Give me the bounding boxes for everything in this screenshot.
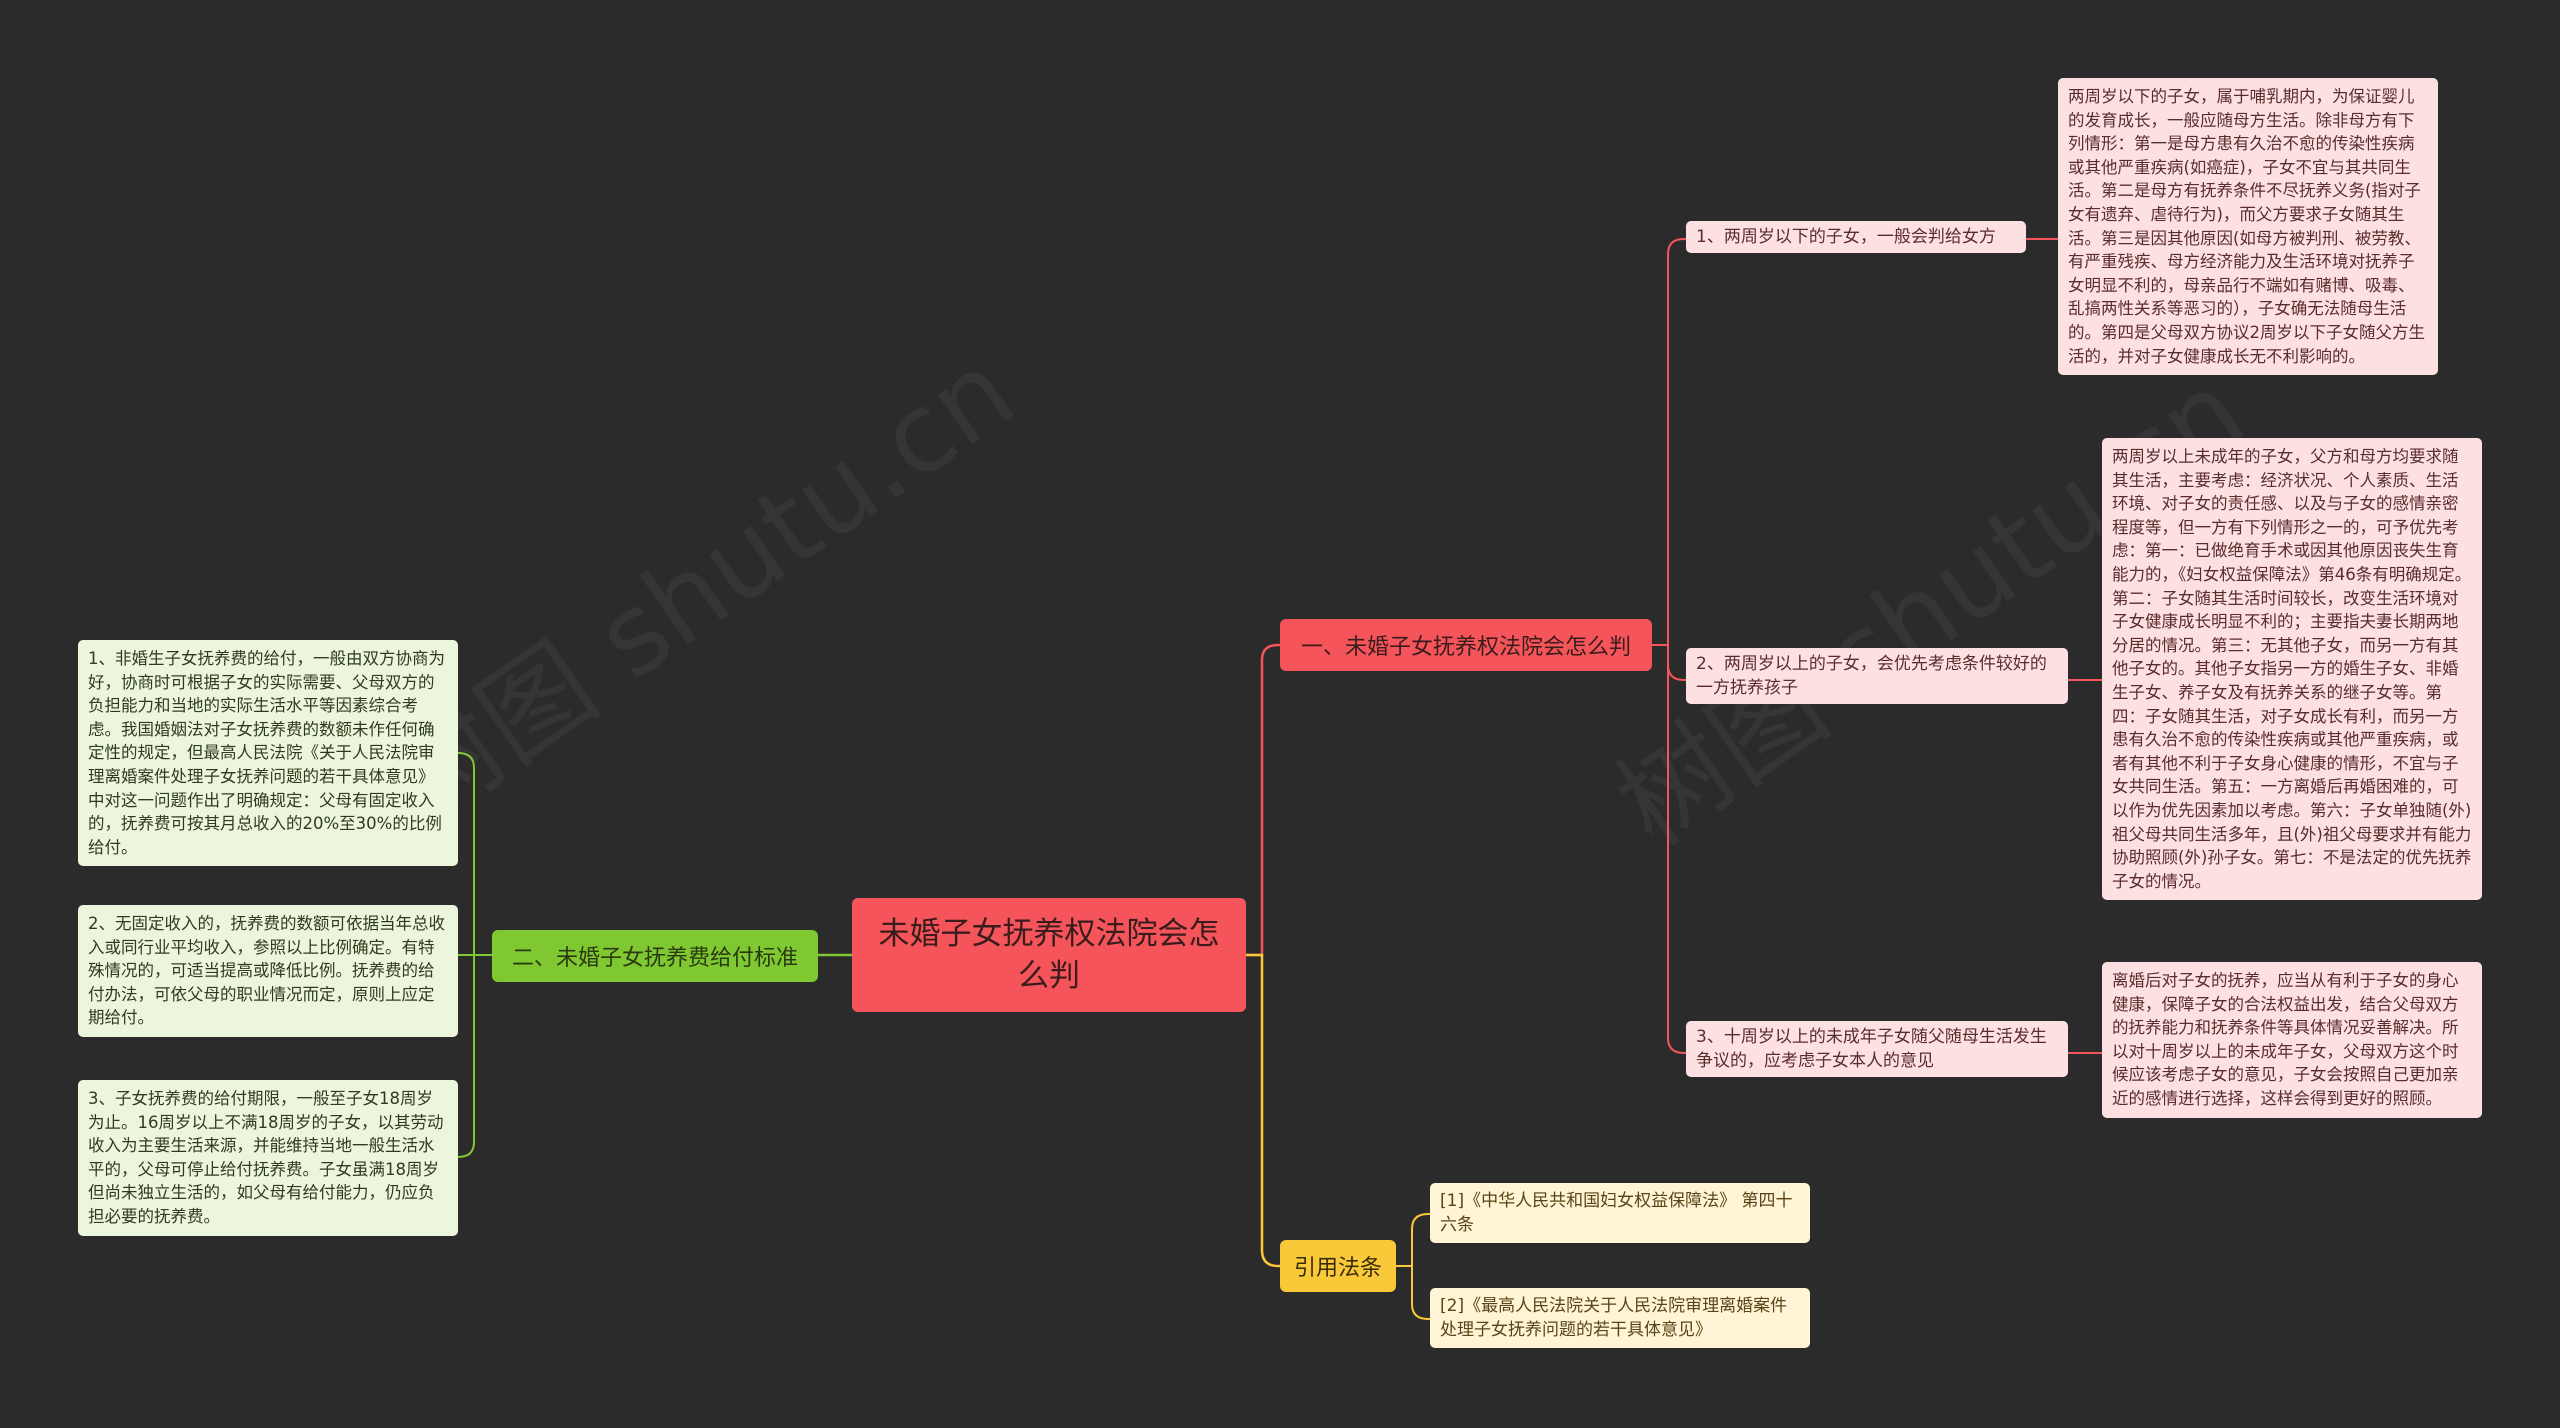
- support-leaf-1[interactable]: 1、非婚生子女抚养费的给付，一般由双方协商为好，协商时可根据子女的实际需要、父母…: [78, 640, 458, 867]
- subtopic-over-two[interactable]: 2、两周岁以上的子女，会优先考虑条件较好的一方抚养孩子: [1686, 648, 2068, 704]
- detail-text: 两周岁以下的子女，属于哺乳期内，为保证婴儿的发育成长，一般应随母方生活。除非母方…: [2068, 87, 2425, 366]
- subtopic-under-two[interactable]: 1、两周岁以下的子女，一般会判给女方: [1686, 221, 2026, 253]
- subtopic-label: 1、两周岁以下的子女，一般会判给女方: [1696, 227, 1996, 247]
- branch-cited-laws[interactable]: 引用法条: [1280, 1240, 1396, 1292]
- branch-support-standard[interactable]: 二、未婚子女抚养费给付标准: [492, 930, 818, 982]
- support-leaf-2[interactable]: 2、无固定收入的，抚养费的数额可依据当年总收入或同行业平均收入，参照以上比例确定…: [78, 905, 458, 1037]
- root-topic-label: 未婚子女抚养权法院会怎么判: [878, 916, 1220, 994]
- leaf-text: 2、无固定收入的，抚养费的数额可依据当年总收入或同行业平均收入，参照以上比例确定…: [88, 914, 445, 1028]
- detail-over-two[interactable]: 两周岁以上未成年的子女，父方和母方均要求随其生活，主要考虑：经济状况、个人素质、…: [2102, 438, 2482, 901]
- branch-label: 二、未婚子女抚养费给付标准: [511, 946, 798, 971]
- branch-custody-ruling[interactable]: 一、未婚子女抚养权法院会怎么判: [1280, 619, 1652, 671]
- root-topic[interactable]: 未婚子女抚养权法院会怎么判: [852, 898, 1246, 1012]
- connector-b3-leaf2: [1396, 1265, 1430, 1320]
- connector-b2-leaf1: [457, 752, 492, 956]
- leaf-text: 1、非婚生子女抚养费的给付，一般由双方协商为好，协商时可根据子女的实际需要、父母…: [88, 649, 445, 857]
- leaf-text: 3、子女抚养费的给付期限，一般至子女18周岁为止。16周岁以上不满18周岁的子女…: [88, 1089, 444, 1226]
- connector-root-b1: [1246, 643, 1280, 957]
- connector-b1-sub3: [1652, 644, 1686, 1054]
- connector-b3-leaf1: [1396, 1213, 1430, 1267]
- support-leaf-3[interactable]: 3、子女抚养费的给付期限，一般至子女18周岁为止。16周岁以上不满18周岁的子女…: [78, 1080, 458, 1236]
- branch-label: 引用法条: [1293, 1256, 1382, 1281]
- leaf-text: [2]《最高人民法院关于人民法院审理离婚案件处理子女抚养问题的若干具体意见》: [1440, 1296, 1788, 1340]
- subtopic-label: 2、两周岁以上的子女，会优先考虑条件较好的一方抚养孩子: [1696, 654, 2047, 698]
- detail-over-ten[interactable]: 离婚后对子女的抚养，应当从有利于子女的身心健康，保障子女的合法权益出发，结合父母…: [2102, 962, 2482, 1118]
- connector-b2-leaf3: [457, 954, 492, 1158]
- cited-law-2[interactable]: [2]《最高人民法院关于人民法院审理离婚案件处理子女抚养问题的若干具体意见》: [1430, 1288, 1810, 1348]
- detail-under-two[interactable]: 两周岁以下的子女，属于哺乳期内，为保证婴儿的发育成长，一般应随母方生活。除非母方…: [2058, 78, 2438, 376]
- connector-b1-sub1: [1652, 238, 1686, 646]
- subtopic-over-ten[interactable]: 3、十周岁以上的未成年子女随父随母生活发生争议的，应考虑子女本人的意见: [1686, 1021, 2068, 1077]
- detail-text: 两周岁以上未成年的子女，父方和母方均要求随其生活，主要考虑：经济状况、个人素质、…: [2112, 447, 2472, 891]
- connector-root-b3: [1246, 953, 1280, 1268]
- subtopic-label: 3、十周岁以上的未成年子女随父随母生活发生争议的，应考虑子女本人的意见: [1696, 1027, 2047, 1071]
- branch-label: 一、未婚子女抚养权法院会怎么判: [1300, 635, 1631, 660]
- cited-law-1[interactable]: [1]《中华人民共和国妇女权益保障法》 第四十六条: [1430, 1183, 1810, 1243]
- detail-text: 离婚后对子女的抚养，应当从有利于子女的身心健康，保障子女的合法权益出发，结合父母…: [2112, 971, 2459, 1108]
- leaf-text: [1]《中华人民共和国妇女权益保障法》 第四十六条: [1440, 1191, 1793, 1235]
